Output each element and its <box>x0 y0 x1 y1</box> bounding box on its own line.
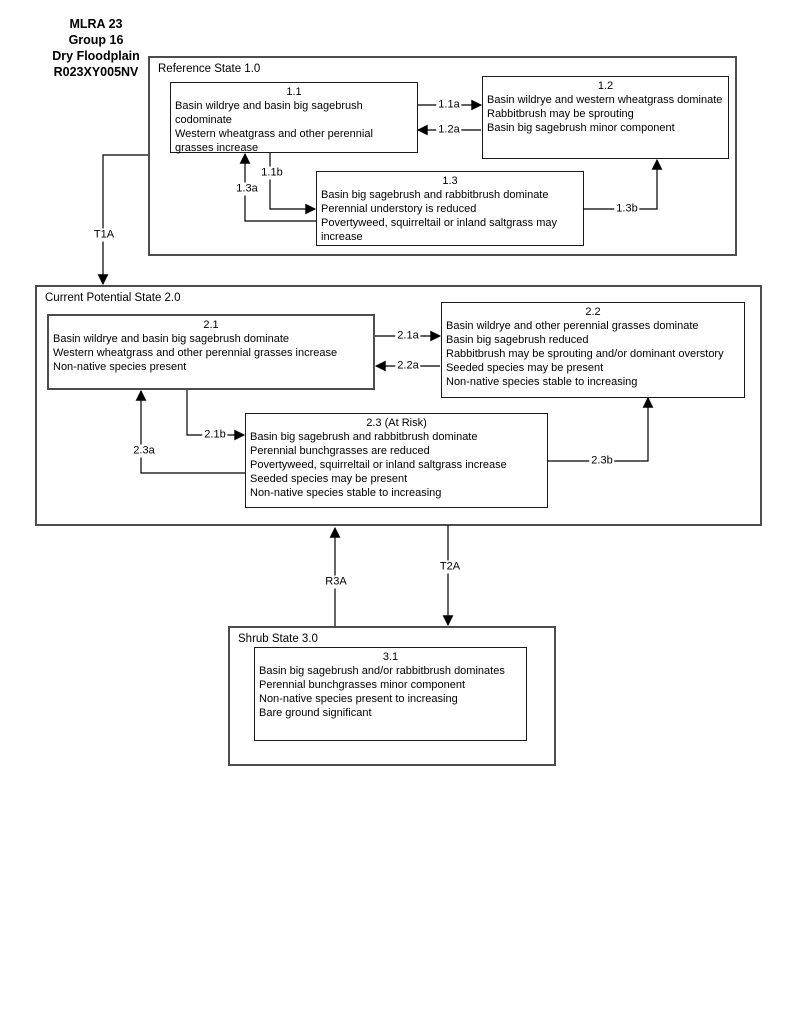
pathway-label-1-2a: 1.2a <box>436 123 462 137</box>
state-label: Shrub State 3.0 <box>238 633 318 645</box>
community-line: Basin big sagebrush and rabbitbrush domi… <box>321 189 549 201</box>
community-line: Seeded species may be present <box>250 473 408 485</box>
community-line: Basin big sagebrush minor component <box>487 122 675 134</box>
community-line: Rabbitbrush may be sprouting <box>487 108 634 120</box>
community-id: 1.2 <box>597 80 614 92</box>
community-box-1-1: 1.1 Basin wildrye and basin big sagebrus… <box>170 82 418 154</box>
transition-label-r3a: R3A <box>323 575 349 589</box>
community-line: Western wheatgrass and other perennial g… <box>53 347 338 359</box>
state-label: Reference State 1.0 <box>158 63 261 75</box>
pathway-label-2-1a: 2.1a <box>395 329 421 343</box>
community-id: 3.1 <box>382 651 399 663</box>
community-id: 2.2 <box>585 306 601 318</box>
transition-label-t1a: T1A <box>91 228 117 242</box>
community-line: Western wheatgrass and other perennial g… <box>175 128 373 154</box>
header-mlra: MLRA 23 <box>69 17 123 31</box>
state-box-shrub: Shrub State 3.0 3.1 Basin big sagebrush … <box>228 626 556 766</box>
state-box-current-potential: Current Potential State 2.0 2.1 Basin wi… <box>35 285 762 526</box>
community-line: Non-native species stable to increasing <box>446 376 638 388</box>
community-box-1-2: 1.2 Basin wildrye and western wheatgrass… <box>482 76 729 159</box>
community-line: Basin wildrye and other perennial grasse… <box>446 320 699 332</box>
pathway-label-2-3a: 2.3a <box>131 444 157 458</box>
community-id: 1.1 <box>286 86 302 98</box>
community-box-2-1: 2.1 Basin wildrye and basin big sagebrus… <box>47 314 375 390</box>
site-header: MLRA 23 Group 16 Dry Floodplain R023XY00… <box>35 16 157 80</box>
community-line: Perennial bunchgrasses are reduced <box>250 445 430 457</box>
state-label: Current Potential State 2.0 <box>45 292 181 304</box>
community-line: Basin big sagebrush and/or rabbitbrush d… <box>259 665 505 677</box>
community-line: Bare ground significant <box>259 707 372 719</box>
community-box-2-3-at-risk: 2.3 (At Risk) Basin big sagebrush and ra… <box>245 413 548 508</box>
community-line: Povertyweed, squirreltail or inland salt… <box>250 459 507 471</box>
community-id: 2.3 (At Risk) <box>366 417 427 429</box>
community-line: Povertyweed, squirreltail or inland salt… <box>321 217 557 243</box>
pathway-label-2-2a: 2.2a <box>395 359 421 373</box>
community-line: Basin wildrye and western wheatgrass dom… <box>487 94 723 106</box>
community-box-3-1: 3.1 Basin big sagebrush and/or rabbitbru… <box>254 647 527 741</box>
pathway-label-1-3a: 1.3a <box>234 182 260 196</box>
community-line: Perennial understory is reduced <box>321 203 477 215</box>
community-line: Basin big sagebrush and rabbitbrush domi… <box>250 431 478 443</box>
header-group: Group 16 <box>68 33 124 47</box>
community-line: Basin big sagebrush reduced <box>446 334 589 346</box>
community-line: Non-native species stable to increasing <box>250 487 442 499</box>
community-box-1-3: 1.3 Basin big sagebrush and rabbitbrush … <box>316 171 584 246</box>
community-line: Seeded species may be present <box>446 362 604 374</box>
arrow-t1a <box>97 154 148 286</box>
state-box-reference: Reference State 1.0 1.1 Basin wildrye an… <box>148 56 737 256</box>
pathway-label-2-3b: 2.3b <box>589 454 615 468</box>
community-box-2-2: 2.2 Basin wildrye and other perennial gr… <box>441 302 745 398</box>
community-line: Rabbitbrush may be sprouting and/or domi… <box>446 348 724 360</box>
header-site-id: R023XY005NV <box>53 65 139 79</box>
pathway-label-1-3b: 1.3b <box>614 202 640 216</box>
pathway-label-1-1b: 1.1b <box>259 166 285 180</box>
pathway-label-2-1b: 2.1b <box>202 428 228 442</box>
header-site-name: Dry Floodplain <box>52 49 140 63</box>
pathway-label-1-1a: 1.1a <box>436 98 462 112</box>
community-line: Non-native species present <box>53 361 187 373</box>
community-line: Non-native species present to increasing <box>259 693 458 705</box>
community-line: Basin wildrye and basin big sagebrush co… <box>175 100 363 126</box>
transition-label-t2a: T2A <box>437 560 463 574</box>
community-line: Basin wildrye and basin big sagebrush do… <box>53 333 290 345</box>
community-line: Perennial bunchgrasses minor component <box>259 679 466 691</box>
community-id: 2.1 <box>203 319 219 331</box>
community-id: 1.3 <box>442 175 458 187</box>
